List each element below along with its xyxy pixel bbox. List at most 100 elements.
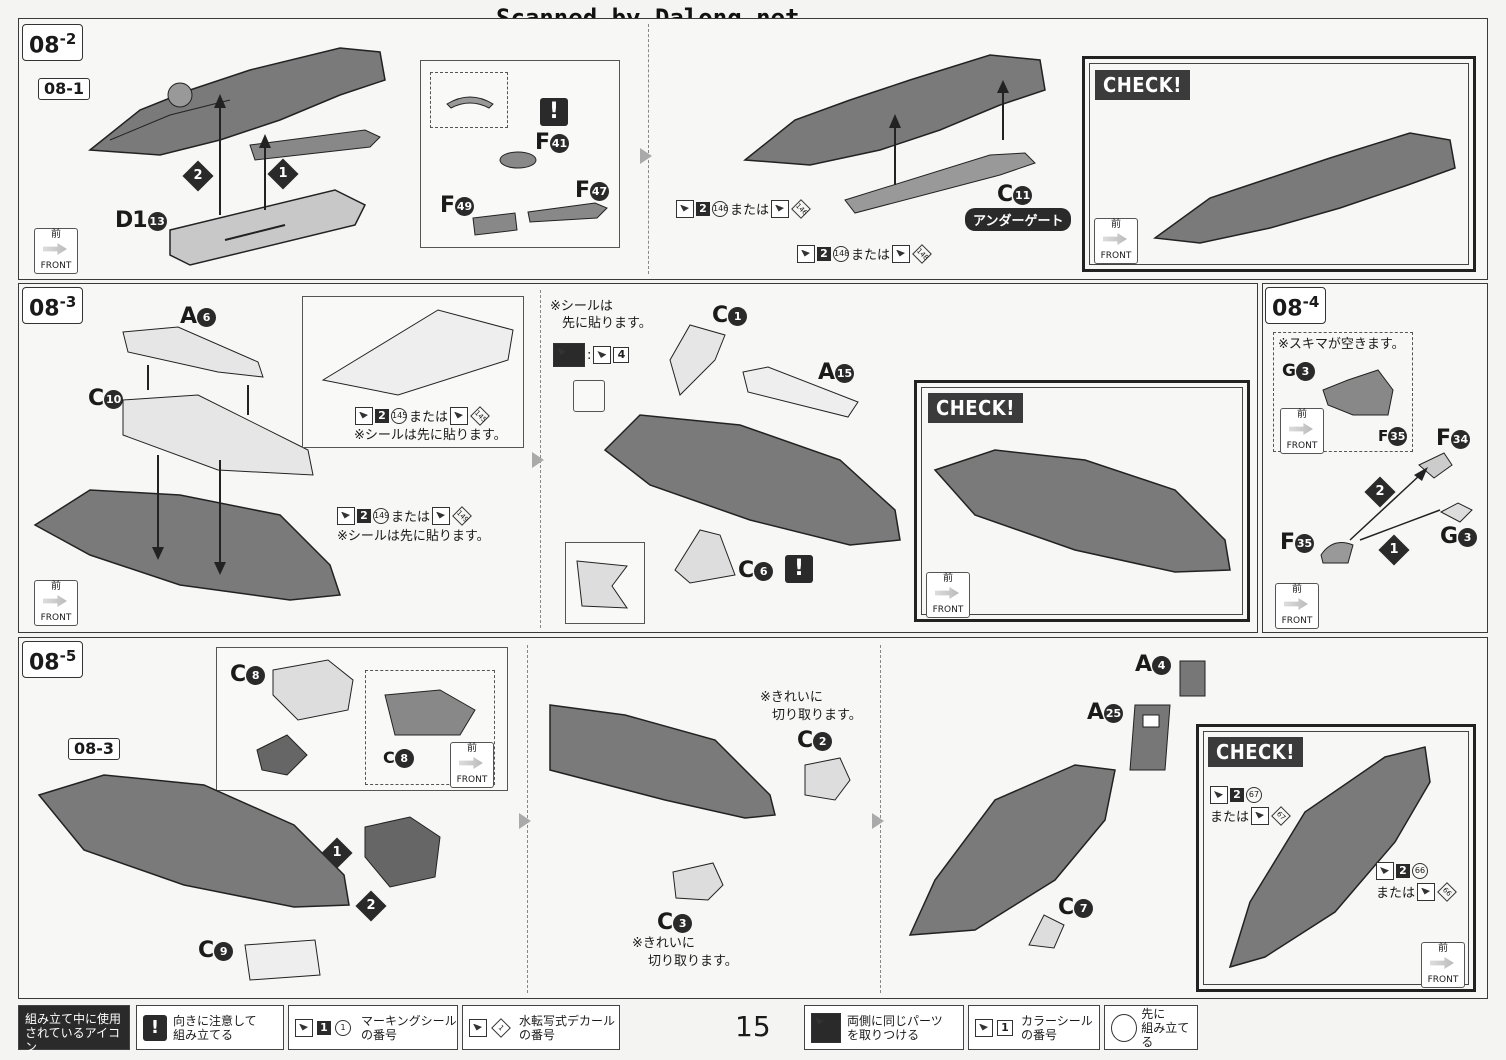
caution-icon: ! (143, 1014, 167, 1041)
assembly-arrows (214, 94, 271, 215)
part-f35-drawing (1320, 542, 1354, 564)
part-c2-drawing (804, 757, 851, 801)
assembly-arrows-3 (147, 365, 249, 575)
ref-label-08-3: 08-3 (68, 738, 121, 760)
caution-icon: ! (540, 98, 568, 126)
detail-inset (430, 72, 508, 128)
note-sticker-first-1: ※シールは (550, 299, 613, 314)
under-gate-label: アンダーゲート (965, 208, 1072, 231)
part-f41-drawing (499, 151, 537, 169)
part-body-drawing-2 (743, 54, 1046, 166)
check-drawing-2 (933, 449, 1231, 573)
part-c8-inner-drawing (256, 734, 308, 776)
legend-title: 組み立て中に使用されているアイコン (18, 1005, 130, 1054)
part-c11-drawing (844, 152, 1036, 214)
page-number: 15 (735, 1010, 771, 1043)
check-badge-1: CHECK! (1095, 70, 1190, 100)
note-gap: ※スキマが空きます。 (1278, 337, 1405, 352)
part-c6-drawing (674, 529, 736, 584)
legend-water-decal: 1 水転写式デカールの番号 (462, 1005, 620, 1050)
assembly-arrows-4 (1349, 467, 1441, 541)
part-f49-drawing (472, 212, 518, 236)
flow-arrow (872, 813, 884, 829)
part-a6-drawing (122, 326, 264, 378)
part-d1-drawing (169, 189, 367, 266)
legend-both-sides: 両側に同じパーツを取りつける (804, 1005, 964, 1050)
flow-arrow (640, 148, 652, 164)
part-a25-drawing (1129, 704, 1171, 771)
part-c3-drawing (672, 862, 724, 901)
part-g3-f35-drawing (1322, 369, 1394, 416)
note-sticker-first: ※シールは先に貼ります。 (354, 428, 507, 443)
part-body-drawing (88, 47, 386, 156)
assembly-arrows-2 (889, 80, 1009, 185)
caution-icon: ! (785, 555, 813, 583)
part-c10-drawing (122, 394, 314, 476)
note-sticker-first: ※シールは先に貼ります。 (337, 529, 490, 544)
step-label-08-2: 08-2 (22, 24, 84, 62)
part-body-drawing-3 (33, 489, 342, 601)
note-cut-cleanly-4: 切り取ります。 (648, 954, 738, 969)
step-label-08-4: 08-4 (1265, 287, 1327, 325)
legend-caution: ! 向きに注意して組み立てる (136, 1005, 284, 1050)
step-number-1: 1 (267, 158, 299, 190)
legend-pre-assemble: 先に組み立てる (1104, 1005, 1198, 1050)
check-drawing-1 (1152, 132, 1456, 244)
part-c10-sticker-drawing (321, 309, 514, 396)
part-f47-drawing (527, 202, 608, 223)
check-badge-2: CHECK! (928, 393, 1023, 423)
part-a4-drawing (1179, 660, 1206, 697)
part-f34-drawing (1418, 452, 1453, 479)
part-body-drawing-4 (603, 414, 901, 546)
ref-label-08-1: 08-1 (38, 78, 91, 100)
part-body-drawing-7 (908, 764, 1116, 936)
part-body-drawing-5 (37, 774, 350, 908)
part-g3-drawing (1439, 502, 1473, 523)
note-cut-cleanly-1: ※きれいに (760, 690, 823, 705)
panel-step-08-4 (1262, 283, 1488, 633)
part-c6-detail-drawing (576, 560, 628, 609)
step-label-08-3: 08-3 (22, 287, 84, 325)
note-sticker-first-2: 先に貼ります。 (562, 316, 652, 331)
part-c9-drawing (244, 939, 321, 981)
part-c8-drawing (272, 659, 354, 721)
step-number-2: 2 (355, 890, 387, 922)
part-c8-assembly-drawing (364, 816, 441, 888)
note-cut-cleanly-2: 切り取ります。 (772, 708, 862, 723)
step-label-08-5: 08-5 (22, 641, 84, 679)
legend-color-sticker: 1 カラーシールの番号 (968, 1005, 1100, 1050)
sticker-ref-4: :4 (553, 343, 630, 367)
detail-inset-gap (1273, 332, 1413, 452)
